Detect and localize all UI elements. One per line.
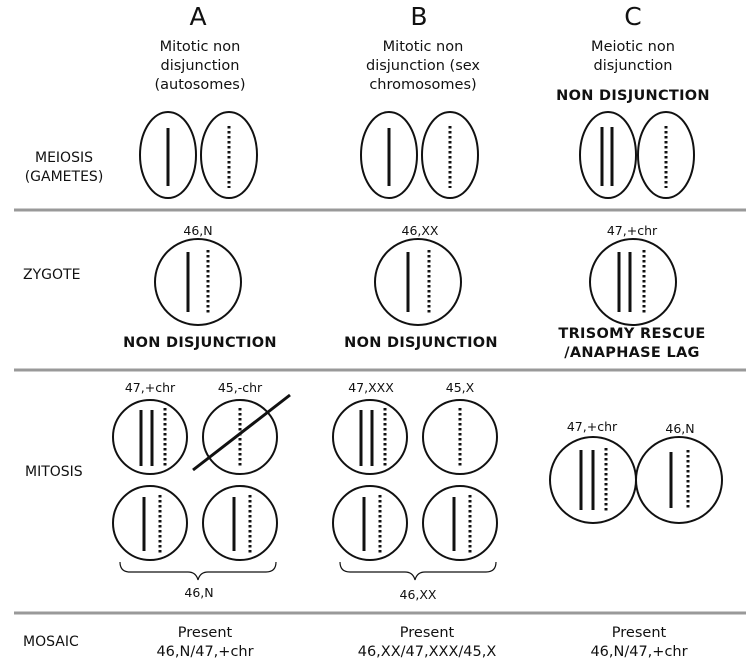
mitosis-a-label-trisomic: 47,+chr — [124, 380, 176, 395]
header-b-line-1: Mitotic non — [382, 39, 464, 55]
zygote-c-event-line-1: TRISOMY RESCUE — [558, 326, 706, 342]
mosaic-result-c: Present 46,N/47,+chr — [590, 624, 687, 662]
row-label-zygote: ZYGOTE — [23, 267, 81, 283]
header-c-line-2: disjunction — [593, 58, 673, 74]
column-letter-c: C — [624, 2, 642, 31]
gamete-b-right — [421, 111, 479, 199]
header-b-line-2: disjunction (sex — [365, 58, 481, 74]
mitosis-b-label-trisomic: 47,XXX — [348, 380, 394, 395]
mitosis-b-trisomic-cell — [332, 399, 408, 475]
mosaic-a-line-2: 46,N/47,+chr — [156, 644, 254, 660]
mitosis-c-normal-cell — [635, 436, 723, 524]
zygote-a-event-label: NON DISJUNCTION — [123, 335, 277, 351]
mitosis-b-normal-cell-right — [422, 485, 498, 561]
row-label-meiosis: MEIOSIS (GAMETES) — [25, 149, 104, 187]
zygote-c-karyotype: 47,+chr — [606, 223, 658, 238]
mosaic-b-line-1: Present — [399, 625, 455, 641]
mitosis-a-normal-cell-left — [112, 485, 188, 561]
meiosis-c-event-label: NON DISJUNCTION — [556, 88, 710, 104]
mitosis-b-normal-cell-left — [332, 485, 408, 561]
brace-b — [339, 561, 497, 581]
column-letter-b: B — [410, 2, 428, 31]
header-a-line-1: Mitotic non — [159, 39, 241, 55]
brace-a — [119, 561, 277, 581]
gamete-b-left — [360, 111, 418, 199]
header-a-line-2: disjunction — [160, 58, 240, 74]
gamete-c-right — [637, 111, 695, 199]
column-header-b: Mitotic non disjunction (sex chromosomes… — [366, 38, 480, 95]
mosaic-c-line-2: 46,N/47,+chr — [590, 644, 688, 660]
zygote-a-karyotype: 46,N — [183, 223, 213, 238]
mosaic-a-line-1: Present — [177, 625, 233, 641]
mitosis-b-monosomic-cell — [422, 399, 498, 475]
gamete-c-left — [579, 111, 637, 199]
mitosis-b-label-monosomic: 45,X — [445, 380, 475, 395]
column-letter-a: A — [189, 2, 207, 31]
header-a-line-3: (autosomes) — [154, 77, 246, 93]
zygote-b-karyotype: 46,XX — [401, 223, 439, 238]
mosaic-result-b: Present 46,XX/47,XXX/45,X — [358, 624, 497, 662]
mitosis-a-label-monosomic: 45,-chr — [217, 380, 263, 395]
zygote-c-event-label: TRISOMY RESCUE /ANAPHASE LAG — [558, 325, 705, 363]
gamete-a-left — [139, 111, 197, 199]
zygote-cell-c — [589, 238, 677, 326]
mitosis-a-brace-label: 46,N — [184, 585, 214, 600]
mitosis-b-brace-label: 46,XX — [399, 587, 437, 602]
header-b-line-3: chromosomes) — [369, 77, 477, 93]
mosaic-result-a: Present 46,N/47,+chr — [156, 624, 253, 662]
mitosis-c-label-trisomic: 47,+chr — [566, 419, 618, 434]
zygote-cell-b — [374, 238, 462, 326]
row-label-mosaic: MOSAIC — [23, 634, 79, 650]
mosaic-c-line-1: Present — [611, 625, 667, 641]
column-header-a: Mitotic non disjunction (autosomes) — [155, 38, 246, 95]
mitosis-a-monosomic-cell — [192, 393, 291, 475]
mosaic-b-line-2: 46,XX/47,XXX/45,X — [357, 644, 497, 660]
mitosis-c-trisomic-cell — [549, 436, 637, 524]
row-label-meiosis-line-2: (GAMETES) — [24, 169, 104, 185]
row-label-mitosis: MITOSIS — [25, 464, 83, 480]
mitosis-a-trisomic-cell — [112, 399, 188, 475]
mitosis-a-normal-cell-right — [202, 485, 278, 561]
zygote-cell-a — [154, 238, 242, 326]
header-c-line-1: Meiotic non — [591, 39, 675, 55]
gamete-a-right — [200, 111, 258, 199]
mitosis-c-label-normal: 46,N — [665, 421, 695, 436]
row-label-meiosis-line-1: MEIOSIS — [35, 150, 93, 166]
column-header-c: Meiotic non disjunction — [591, 38, 675, 76]
zygote-c-event-line-2: /ANAPHASE LAG — [564, 345, 700, 361]
zygote-b-event-label: NON DISJUNCTION — [344, 335, 498, 351]
